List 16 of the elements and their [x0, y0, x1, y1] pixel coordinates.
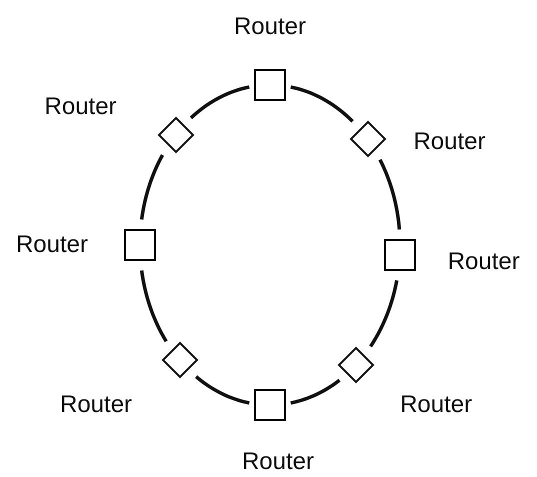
ring-link [140, 154, 164, 220]
router-label: Router [413, 128, 486, 156]
router-label: Router [448, 248, 520, 276]
router-label: Router [234, 13, 306, 41]
router-label: Router [16, 231, 88, 259]
ring-link [190, 85, 250, 120]
router-label: Router [242, 448, 314, 476]
router-label: Router [44, 93, 117, 122]
ring-link [140, 270, 168, 342]
ring-link [290, 378, 341, 405]
router-label: Router [60, 391, 132, 420]
ring-link [378, 158, 402, 230]
router-label: Router [400, 390, 472, 419]
ring-link [369, 280, 398, 348]
ring-link [290, 85, 354, 123]
ring-link [195, 375, 250, 405]
